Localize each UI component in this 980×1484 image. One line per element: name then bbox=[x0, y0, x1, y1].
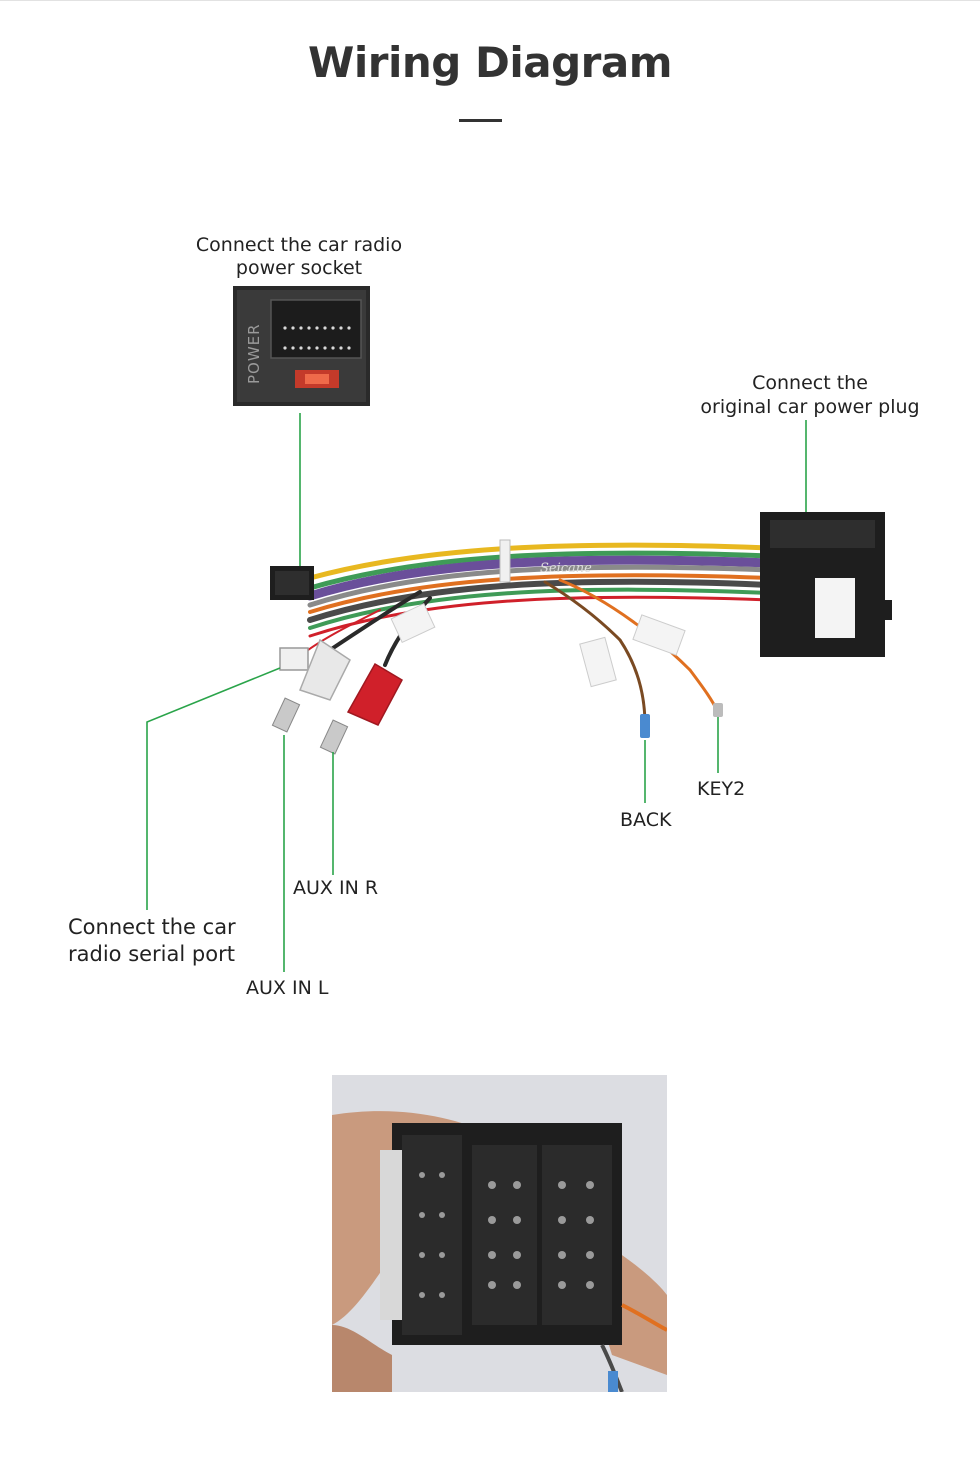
title-underline bbox=[459, 119, 502, 122]
harness-brand: Seicane bbox=[540, 561, 592, 576]
wire-bundle bbox=[305, 542, 775, 638]
leader-lines bbox=[146, 413, 807, 972]
key2-label: KEY2 bbox=[697, 778, 746, 800]
socket-imprint: POWER bbox=[245, 323, 263, 384]
power-plug-label: Connect the original car power plug bbox=[700, 372, 920, 418]
back-label: BACK bbox=[620, 809, 672, 831]
power-socket-label: Connect the car radio power socket bbox=[195, 234, 403, 279]
connector-in-hand-photo bbox=[332, 1075, 667, 1392]
wiring-harness-diagram: Seicane bbox=[146, 413, 892, 972]
aux-in-r-label: AUX IN R bbox=[293, 877, 379, 899]
aux-in-l-label: AUX IN L bbox=[246, 977, 329, 999]
page-title: Wiring Diagram bbox=[308, 38, 672, 87]
top-divider bbox=[0, 0, 980, 1]
power-socket-photo: POWER bbox=[233, 286, 370, 406]
serial-port-label: Connect the car radio serial port bbox=[68, 915, 236, 966]
